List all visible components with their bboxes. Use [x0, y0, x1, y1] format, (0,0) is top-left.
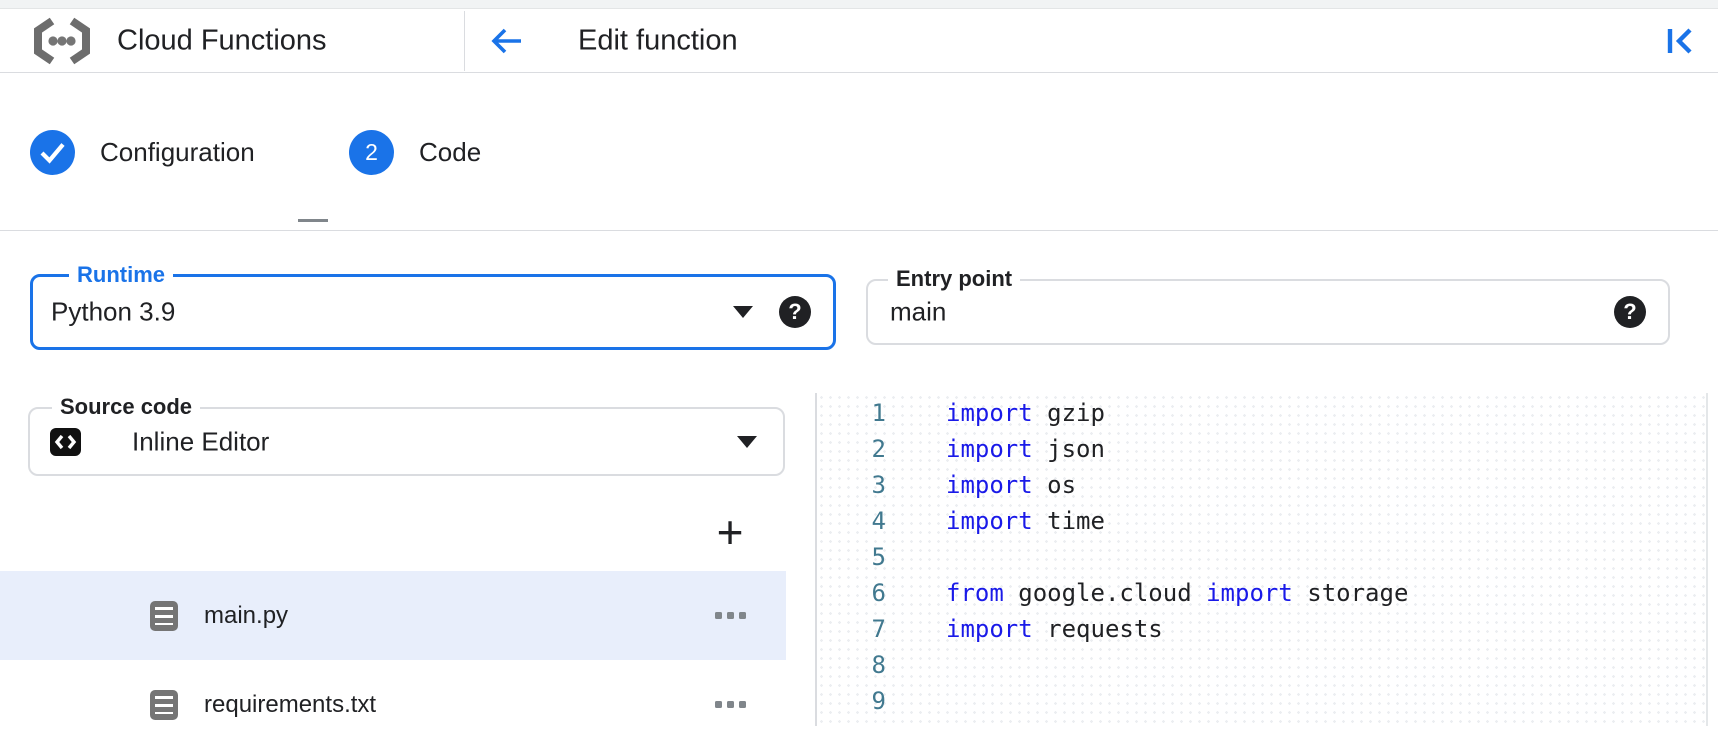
code-line[interactable]: 7 import requests: [817, 611, 1706, 647]
source-code-value: Inline Editor: [132, 426, 270, 456]
code-text: import requests: [946, 615, 1163, 643]
step-number-badge: 2: [349, 129, 394, 175]
collapse-panel-icon: [1664, 24, 1704, 58]
code-line[interactable]: 2 import json: [817, 431, 1706, 467]
source-code-label: Source code: [52, 394, 201, 421]
chevron-down-icon: [733, 306, 753, 318]
code-text: import os: [946, 471, 1077, 499]
add-icon: +: [716, 506, 744, 558]
step-completed-check-icon: [30, 129, 75, 175]
step-number: 2: [365, 138, 378, 165]
code-text: [886, 539, 946, 575]
cloud-functions-logo-icon: [30, 17, 94, 65]
editor-divider: [815, 393, 817, 726]
chevron-down-icon: [737, 435, 757, 448]
entry-point-help-button[interactable]: ?: [1614, 296, 1646, 328]
help-icon: ?: [788, 299, 802, 324]
line-number: 1: [871, 399, 886, 427]
line-number: 7: [871, 615, 886, 643]
source-code-select[interactable]: Source code Inline Editor: [28, 394, 785, 476]
step-label: Configuration: [100, 136, 255, 167]
step-label: Code: [419, 136, 482, 167]
runtime-label: Runtime: [69, 262, 173, 289]
line-number: 8: [871, 651, 886, 679]
editor-scrollbar[interactable]: [1706, 393, 1708, 726]
runtime-value: Python 3.9: [51, 296, 176, 327]
page-title: Edit function: [578, 24, 738, 57]
code-line[interactable]: 1 import gzip: [817, 395, 1706, 431]
file-icon: [150, 689, 178, 720]
code-editor[interactable]: 1 import gzip 2 import json 3 import os 4 impor…: [817, 393, 1706, 726]
header-divider: [464, 11, 465, 71]
code-text: [886, 683, 946, 719]
line-number: 6: [871, 579, 886, 607]
line-number: 9: [871, 687, 886, 715]
entry-point-label: Entry point: [888, 266, 1021, 293]
line-number: 3: [871, 471, 886, 499]
collapse-panel-button[interactable]: [1664, 21, 1704, 61]
app-header: Cloud Functions Edit function: [0, 10, 1718, 73]
code-text: import json: [946, 435, 1105, 463]
runtime-select[interactable]: Runtime Python 3.9 ?: [30, 262, 836, 350]
code-lines: 1 import gzip 2 import json 3 import os 4 impor…: [817, 393, 1706, 719]
product-title: Cloud Functions: [117, 24, 327, 57]
step-configuration[interactable]: Configuration: [30, 74, 255, 230]
line-number: 4: [871, 507, 886, 535]
file-row-main-py[interactable]: main.py: [0, 571, 786, 660]
more-dots-icon: [714, 701, 722, 708]
help-icon: ?: [1623, 299, 1637, 324]
stepper: Configuration 2 Code: [0, 74, 1718, 231]
entry-point-field[interactable]: Entry point main ?: [866, 266, 1670, 345]
code-line[interactable]: 8: [817, 647, 1706, 683]
arrow-back-icon: [488, 22, 528, 60]
line-number: 2: [871, 435, 886, 463]
code-text: from google.cloud import storage: [946, 579, 1409, 607]
code-text: import gzip: [946, 399, 1105, 427]
file-name: main.py: [204, 601, 289, 629]
file-list: main.py requirements.txt: [0, 571, 786, 749]
file-name: requirements.txt: [204, 690, 377, 718]
runtime-help-button[interactable]: ?: [779, 296, 811, 328]
file-row-requirements-txt[interactable]: requirements.txt: [0, 660, 786, 749]
code-line[interactable]: 6 from google.cloud import storage: [817, 575, 1706, 611]
file-overflow-menu-button[interactable]: [704, 596, 756, 636]
code-text: import time: [946, 507, 1105, 535]
step-code[interactable]: 2 Code: [349, 74, 481, 230]
code-icon: [50, 427, 81, 456]
back-button[interactable]: [488, 21, 528, 61]
code-line[interactable]: 5: [817, 539, 1706, 575]
file-icon: [150, 600, 178, 631]
file-overflow-menu-button[interactable]: [704, 685, 756, 725]
code-line[interactable]: 9: [817, 683, 1706, 719]
code-line[interactable]: 3 import os: [817, 467, 1706, 503]
code-line[interactable]: 4 import time: [817, 503, 1706, 539]
top-strip: [0, 0, 1718, 9]
more-dots-icon: [714, 612, 722, 619]
code-text: [886, 647, 946, 683]
line-number: 5: [871, 543, 886, 571]
step-connector: [298, 219, 328, 222]
entry-point-value: main: [890, 296, 947, 327]
add-file-button[interactable]: +: [706, 508, 754, 556]
